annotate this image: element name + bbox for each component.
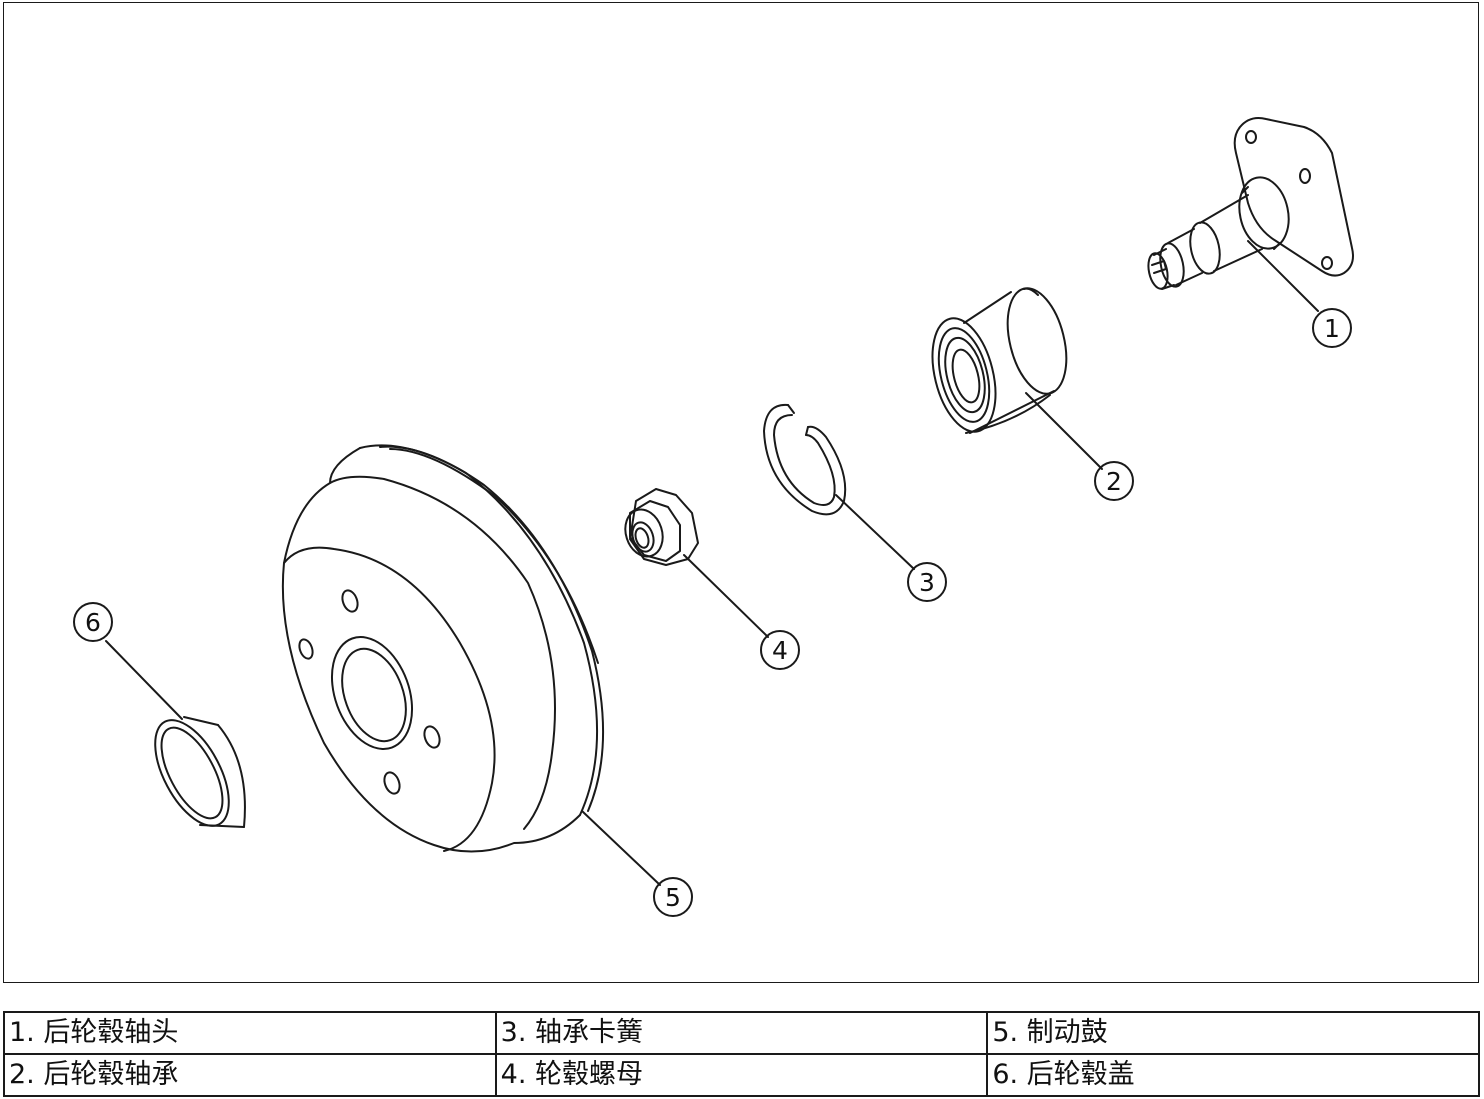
- drum-center-bore: [330, 636, 414, 750]
- leader-line-1: [1247, 240, 1319, 312]
- spindle-boss: [1238, 176, 1290, 250]
- flange-hole-right: [1299, 168, 1311, 184]
- callout-circle-5: [653, 877, 693, 917]
- drum-rear-rim: [359, 444, 598, 816]
- callout-label-6: 6: [85, 608, 101, 637]
- legend-row: 2. 后轮毂轴承 4. 轮毂螺母 6. 后轮毂盖: [3, 1053, 1480, 1097]
- hub-cap-part: [154, 716, 246, 828]
- legend-number: 3.: [500, 1017, 527, 1048]
- legend-row: 1. 后轮毂轴头 3. 轴承卡簧 5. 制动鼓: [3, 1011, 1480, 1055]
- legend-number: 1.: [9, 1017, 35, 1048]
- callout-circle-4: [760, 630, 800, 670]
- legend-cell: 4. 轮毂螺母: [494, 1053, 989, 1097]
- flange-hole-top: [1245, 130, 1257, 144]
- legend-label: 制动鼓: [1026, 1017, 1108, 1048]
- flange-hole-bottom: [1321, 256, 1333, 270]
- drum-face: [283, 546, 496, 852]
- bearing-outer-face: [931, 317, 997, 433]
- parts-legend-table: 1. 后轮毂轴头 3. 轴承卡簧 5. 制动鼓 2. 后轮毂轴承 4. 轮毂螺母…: [3, 1011, 1480, 1097]
- drum-outer-shell: [281, 447, 581, 853]
- spindle-flange: [1233, 117, 1354, 277]
- legend-label: 后轮毂轴头: [43, 1017, 179, 1048]
- legend-label: 轴承卡簧: [535, 1017, 644, 1048]
- legend-number: 5.: [992, 1017, 1019, 1048]
- legend-number: 4.: [500, 1059, 527, 1090]
- legend-number: 6.: [992, 1059, 1019, 1090]
- hub-nut-bore: [631, 521, 655, 553]
- bearing-bore: [951, 348, 981, 404]
- hub-spindle-part: [1147, 117, 1354, 290]
- callout-circle-3: [907, 562, 947, 602]
- bearing-circlip-part: [763, 403, 847, 516]
- hub-cap-rim: [154, 719, 230, 827]
- legend-cell: 3. 轴承卡簧: [494, 1011, 989, 1055]
- legend-number: 2.: [9, 1059, 35, 1090]
- legend-label: 后轮毂盖: [1026, 1059, 1135, 1090]
- leader-line-5: [581, 810, 661, 886]
- legend-cell: 6. 后轮毂盖: [986, 1053, 1480, 1097]
- diagram-frame: 1 2 3 4 5 6: [3, 2, 1479, 983]
- legend-label: 后轮毂轴承: [43, 1059, 179, 1090]
- callout-circle-2: [1094, 461, 1134, 501]
- callout-label-2: 2: [1106, 467, 1122, 496]
- spindle-shaft: [1199, 194, 1263, 272]
- leader-line-3: [835, 494, 915, 570]
- callout-label-3: 3: [919, 568, 935, 597]
- exploded-view-diagram: 1 2 3 4 5 6: [73, 117, 1354, 917]
- wheel-bearing-part: [931, 287, 1068, 434]
- legend-label: 轮毂螺母: [535, 1059, 644, 1090]
- callout-label-5: 5: [665, 883, 681, 912]
- legend-cell: 5. 制动鼓: [986, 1011, 1480, 1055]
- legend-cell: 1. 后轮毂轴头: [3, 1011, 497, 1055]
- callout-label-4: 4: [772, 636, 788, 665]
- callout-circle-6: [73, 602, 113, 642]
- callout-label-1: 1: [1324, 314, 1340, 343]
- leader-line-2: [1025, 392, 1103, 470]
- brake-drum-part: [281, 444, 605, 853]
- leader-line-6: [105, 640, 183, 720]
- callout-circle-1: [1312, 308, 1352, 348]
- leader-line-4: [683, 554, 769, 638]
- legend-cell: 2. 后轮毂轴承: [3, 1053, 497, 1097]
- hub-nut-part: [624, 488, 699, 566]
